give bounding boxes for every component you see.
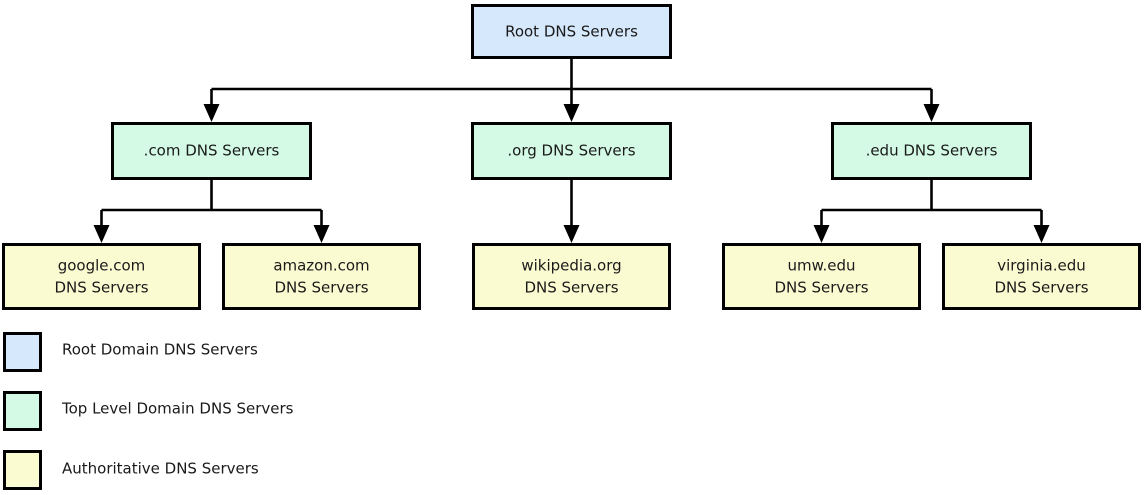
legend-item-root: Root Domain DNS Servers <box>3 332 258 372</box>
node-root[interactable]: Root DNS Servers <box>471 4 672 59</box>
arrowhead-edu-to-virginia <box>1033 225 1050 243</box>
node-wikipedia-box[interactable] <box>472 243 671 310</box>
node-edu-label: .edu DNS Servers <box>866 142 998 160</box>
node-org-label: .org DNS Servers <box>507 142 635 160</box>
node-umw[interactable]: umw.edu DNS Servers <box>722 243 921 310</box>
node-virginia-label-line2: DNS Servers <box>994 279 1088 297</box>
node-google-box[interactable] <box>2 243 201 310</box>
node-umw-label-line2: DNS Servers <box>774 279 868 297</box>
node-com-box[interactable] <box>111 122 312 180</box>
node-virginia-box[interactable] <box>942 243 1141 310</box>
node-virginia[interactable]: virginia.edu DNS Servers <box>942 243 1141 310</box>
node-wikipedia-label-line1: wikipedia.org <box>521 257 621 275</box>
legend-item-authoritative: Authoritative DNS Servers <box>3 450 259 490</box>
arrowhead-root-to-com <box>203 104 220 122</box>
legend-swatch-tld <box>3 391 42 431</box>
node-amazon-box[interactable] <box>222 243 421 310</box>
arrowhead-edu-to-umw <box>813 225 830 243</box>
node-amazon-label-line2: DNS Servers <box>274 279 368 297</box>
node-edu-box[interactable] <box>831 122 1032 180</box>
edge-group-edu-to-children <box>813 180 1050 243</box>
legend-item-tld: Top Level Domain DNS Servers <box>3 391 294 431</box>
node-google[interactable]: google.com DNS Servers <box>2 243 201 310</box>
node-wikipedia-label-line2: DNS Servers <box>524 279 618 297</box>
legend-label-root: Root Domain DNS Servers <box>62 341 258 359</box>
node-umw-box[interactable] <box>722 243 921 310</box>
node-org[interactable]: .org DNS Servers <box>471 122 672 180</box>
edge-group-root-to-tld <box>203 58 940 122</box>
legend-swatch-root <box>3 332 42 372</box>
node-root-label: Root DNS Servers <box>505 23 638 41</box>
node-org-box[interactable] <box>471 122 672 180</box>
node-root-box[interactable] <box>471 4 672 59</box>
arrowhead-root-to-org <box>563 104 580 122</box>
node-com[interactable]: .com DNS Servers <box>111 122 312 180</box>
legend-swatch-authoritative <box>3 450 42 490</box>
node-wikipedia[interactable]: wikipedia.org DNS Servers <box>472 243 671 310</box>
node-amazon[interactable]: amazon.com DNS Servers <box>222 243 421 310</box>
node-com-label: .com DNS Servers <box>144 142 280 160</box>
arrowhead-com-to-amazon <box>313 225 330 243</box>
legend-label-authoritative: Authoritative DNS Servers <box>62 460 259 478</box>
node-virginia-label-line1: virginia.edu <box>997 257 1086 275</box>
node-google-label-line1: google.com <box>58 257 146 275</box>
node-google-label-line2: DNS Servers <box>54 279 148 297</box>
node-edu[interactable]: .edu DNS Servers <box>831 122 1032 180</box>
node-amazon-label-line1: amazon.com <box>273 257 369 275</box>
edge-group-org-to-children <box>563 180 580 243</box>
node-umw-label-line1: umw.edu <box>787 257 855 275</box>
edge-group-com-to-children <box>93 180 330 243</box>
arrowhead-org-to-wikipedia <box>563 225 580 243</box>
legend-label-tld: Top Level Domain DNS Servers <box>61 400 294 418</box>
arrowhead-com-to-google <box>93 225 110 243</box>
legend: Root Domain DNS Servers Top Level Domain… <box>3 332 294 490</box>
arrowhead-root-to-edu <box>923 104 940 122</box>
